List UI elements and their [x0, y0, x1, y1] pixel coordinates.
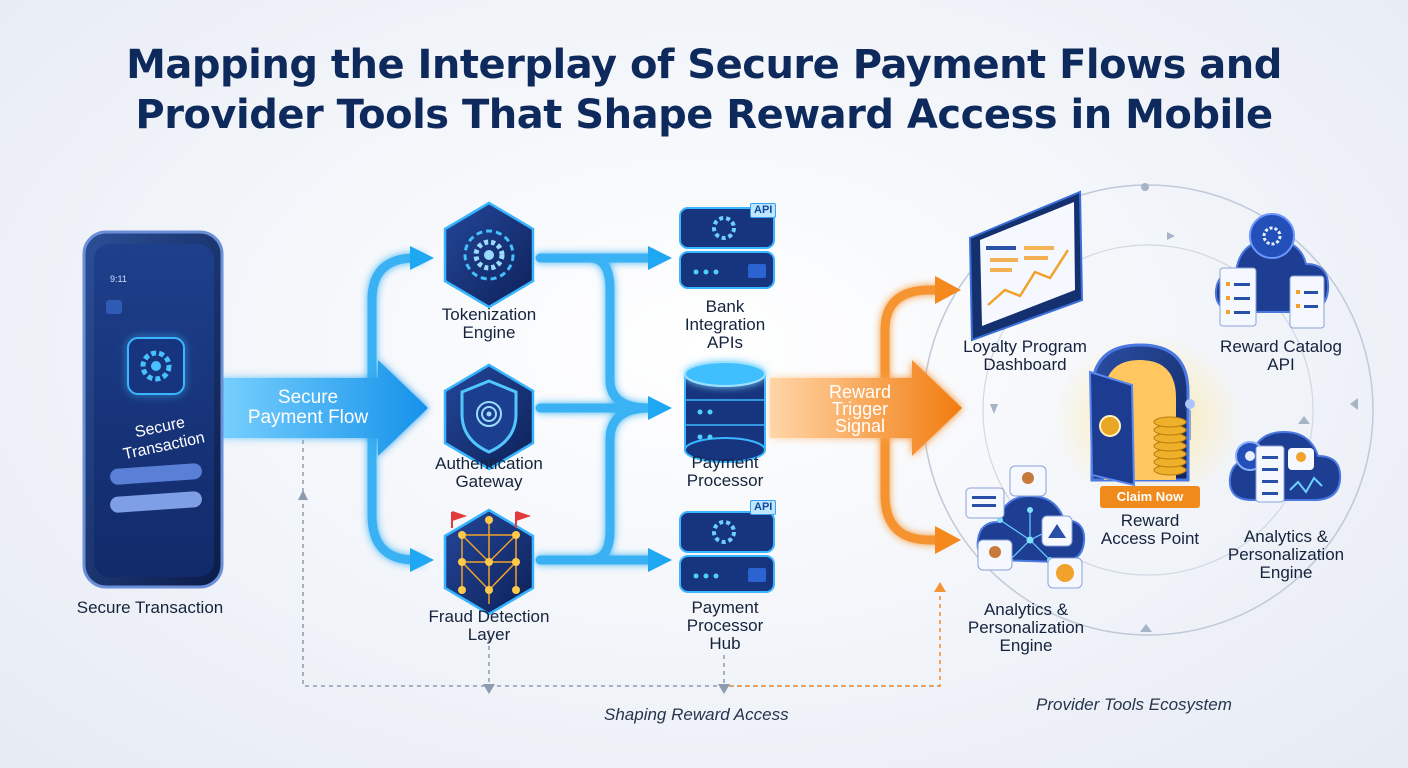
processor-line-1: Payment	[691, 453, 759, 472]
analytics-right-line-3: Engine	[1259, 563, 1313, 582]
hub-line-3: Hub	[709, 634, 741, 653]
authentication-shield-icon	[443, 363, 535, 471]
secure-flow-line-1: Secure	[277, 387, 339, 408]
api-badge-bottom: API	[750, 500, 777, 515]
reward-trigger-signal-label: Reward Trigger Signal	[800, 382, 920, 436]
bank-line-2: Integration	[684, 315, 766, 334]
secure-payment-arrow	[205, 360, 428, 456]
reward-flow-line-2: Trigger	[831, 399, 889, 419]
catalog-line-1: Reward Catalog	[1220, 337, 1342, 356]
reward-point-line-1: Reward	[1120, 511, 1180, 530]
secure-flow-lines	[367, 253, 655, 565]
analytics-left-line-1: Analytics &	[983, 600, 1069, 619]
analytics-left-line-2: Personalization	[967, 618, 1085, 637]
authentication-line-1: Authentication	[435, 454, 543, 473]
provider-tools-ecosystem-caption: Provider Tools Ecosystem	[1036, 695, 1232, 714]
reward-point-line-2: Access Point	[1100, 529, 1200, 548]
fraud-line-1: Fraud Detection	[428, 607, 550, 626]
secure-payment-flow-label: Secure Payment Flow	[228, 388, 388, 428]
reward-trigger-arrow	[770, 360, 962, 456]
payment-processor-icon	[684, 361, 766, 463]
bank-api-server-icon	[679, 207, 775, 289]
analytics-left-label: Analytics & Personalization Engine	[946, 601, 1106, 655]
analytics-right-line-1: Analytics &	[1243, 527, 1329, 546]
phone-label: Secure Transaction	[76, 598, 224, 617]
tokenization-engine-label: Tokenization Engine	[409, 306, 569, 342]
reward-catalog-label: Reward Catalog API	[1196, 338, 1366, 374]
phone	[82, 230, 224, 589]
reward-vault-icon	[1053, 335, 1243, 505]
title-line-2: Provider Tools That Shape Reward Access …	[135, 92, 1273, 138]
reward-flow-lines	[880, 285, 945, 545]
bank-line-3: APIs	[707, 333, 743, 352]
fraud-detection-icon	[443, 508, 535, 616]
feedback-lines	[298, 440, 946, 694]
tokenization-line-2: Engine	[462, 323, 516, 342]
flow-arrowheads	[410, 246, 672, 572]
reward-catalog-icon	[1214, 213, 1330, 329]
payment-processor-hub-label: Payment Processor Hub	[650, 599, 800, 653]
claim-now-button[interactable]: Claim Now	[1100, 486, 1200, 508]
phone-time: 9:11	[110, 274, 127, 284]
analytics-right-label: Analytics & Personalization Engine	[1206, 528, 1366, 582]
analytics-right-line-2: Personalization	[1227, 545, 1345, 564]
title-line-1: Mapping the Interplay of Secure Payment …	[126, 42, 1282, 88]
loyalty-dashboard-icon	[968, 190, 1084, 342]
shaping-reward-access-caption: Shaping Reward Access	[604, 705, 789, 724]
processor-line-2: Processor	[686, 471, 764, 490]
loyalty-line-2: Dashboard	[983, 355, 1067, 374]
tokenization-line-1: Tokenization	[441, 305, 537, 324]
hub-line-2: Processor	[686, 616, 764, 635]
reward-arrowheads	[935, 276, 961, 554]
reward-flow-line-1: Reward	[828, 382, 892, 402]
analytics-left-line-3: Engine	[999, 636, 1053, 655]
analytics-right-icon	[1228, 430, 1342, 503]
tokenization-engine-icon	[443, 201, 535, 309]
secure-flow-line-2: Payment Flow	[247, 407, 369, 428]
reward-access-point-label: Reward Access Point	[1080, 512, 1220, 548]
page-title: Mapping the Interplay of Secure Payment …	[0, 40, 1408, 140]
catalog-line-2: API	[1267, 355, 1295, 374]
payment-processor-label: Payment Processor	[650, 454, 800, 490]
reward-flow-line-3: Signal	[834, 416, 886, 436]
bank-integration-apis-label: Bank Integration APIs	[650, 298, 800, 352]
bank-line-1: Bank	[705, 297, 745, 316]
fraud-line-2: Layer	[467, 625, 511, 644]
fraud-detection-label: Fraud Detection Layer	[409, 608, 569, 644]
loyalty-line-1: Loyalty Program	[963, 337, 1087, 356]
loyalty-dashboard-label: Loyalty Program Dashboard	[940, 338, 1110, 374]
authentication-line-2: Gateway	[455, 472, 523, 491]
payment-hub-server-icon	[679, 511, 775, 593]
api-badge-top: API	[750, 203, 777, 218]
analytics-left-icon	[965, 465, 1086, 589]
hub-line-1: Payment	[691, 598, 759, 617]
authentication-gateway-label: Authentication Gateway	[409, 455, 569, 491]
